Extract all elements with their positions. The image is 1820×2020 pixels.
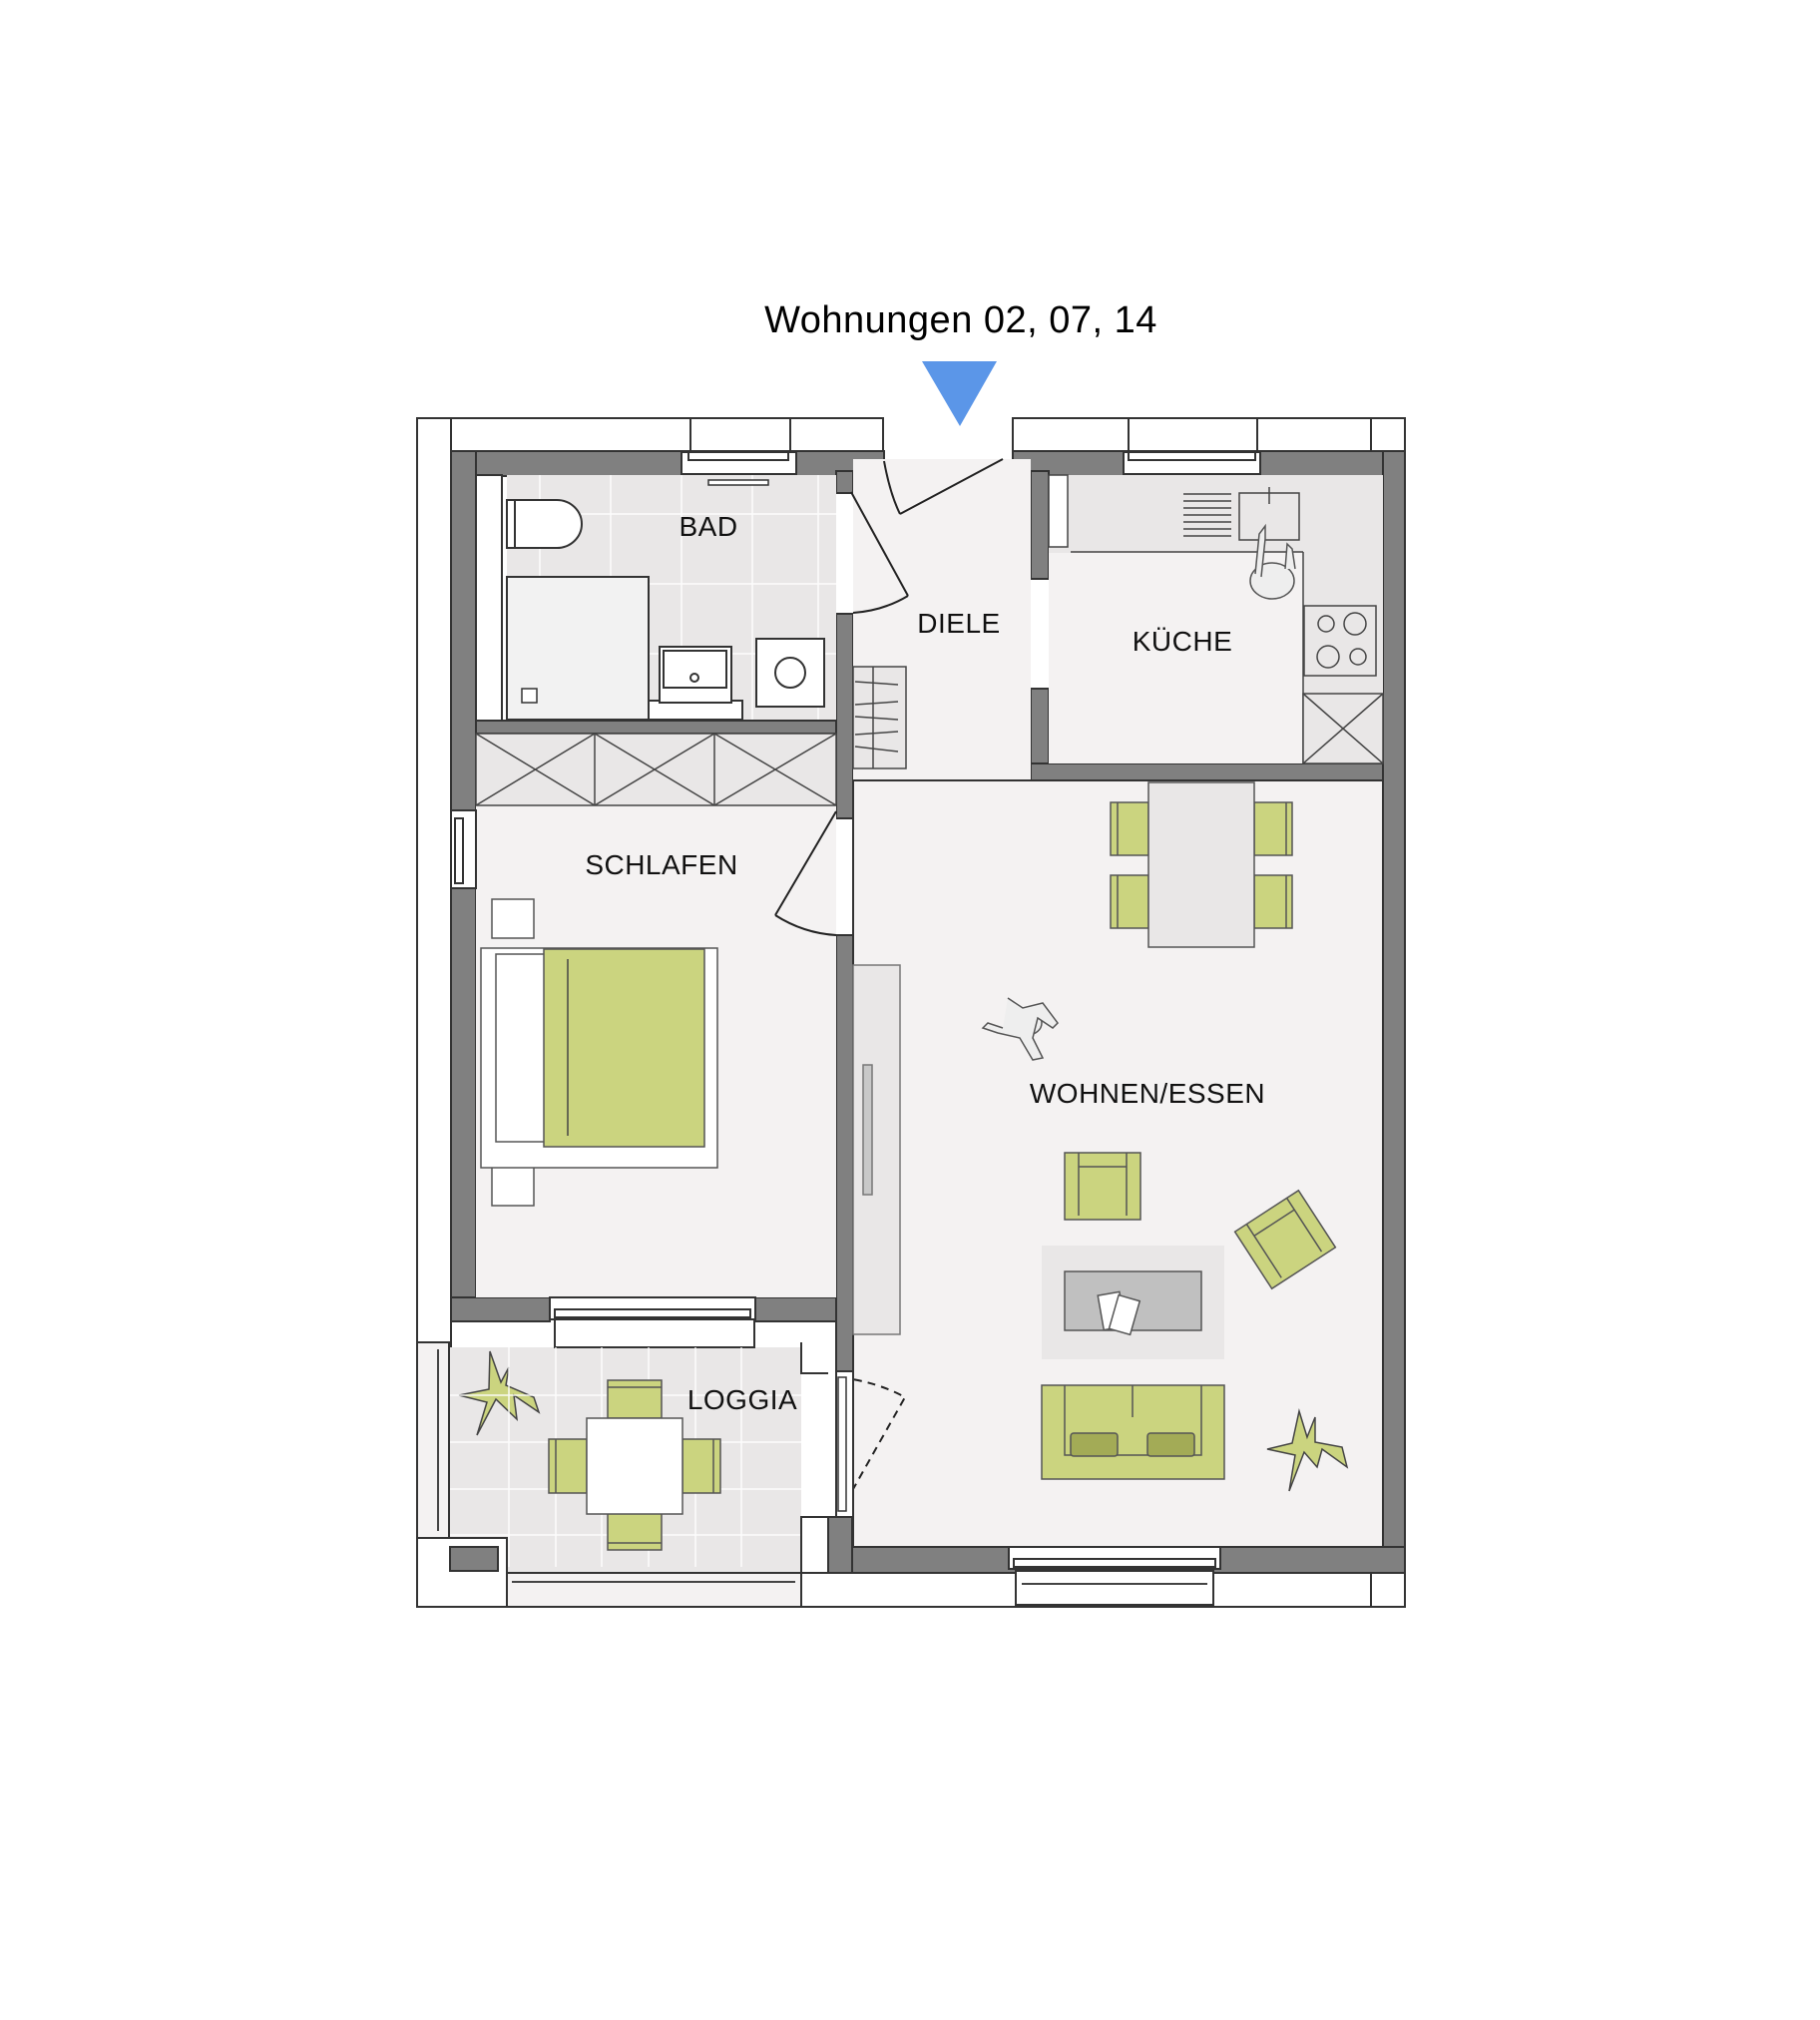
bath-duct [475,474,503,722]
entrance-arrow-icon [922,361,997,426]
person-walking-icon [981,997,1059,1061]
loggia-chair [607,1379,663,1419]
dining-table [1147,781,1255,948]
wohnen-sideboard [852,964,901,1335]
loggia-chair [548,1438,588,1494]
magazine [1108,1293,1141,1336]
windows [450,451,1261,1606]
doors [774,458,1004,1513]
dining-chair [1110,874,1149,929]
loggia-pillar [449,1546,499,1572]
schlafen-door [774,810,837,916]
hob-icon [1303,605,1377,677]
bed-duvet [543,948,705,1148]
bedroom-furniture [480,898,718,1207]
sink-drainer-icon [1183,493,1231,537]
dining-set [1110,781,1293,948]
armchair [1064,1152,1141,1221]
nightstand-top [491,898,535,939]
room-label-kueche: KÜCHE [1132,626,1233,657]
dining-chair [1110,801,1149,856]
shower-drain-icon [521,688,538,704]
kitchen-fixtures [1048,474,1384,764]
room-label-loggia: LOGGIA [686,1384,798,1415]
toilet-icon [506,499,583,549]
kitchen-fridge-column [1048,474,1069,548]
nightstand-bottom [491,1166,535,1207]
entrance-door [899,458,1004,515]
living-furniture [1041,1152,1337,1480]
loggia-table [586,1417,683,1515]
loggia-railings [416,1341,828,1608]
room-label-bad: BAD [679,511,738,542]
bad-door [850,491,909,597]
room-label-schlafen: SCHLAFEN [585,849,738,880]
bath-fixtures [475,474,825,722]
sofa-cushion [1070,1432,1119,1457]
pillows [495,953,547,1143]
room-label-wohnen-essen: WOHNEN/ESSEN [1029,1078,1266,1109]
sofa-cushion [1146,1432,1195,1457]
coat-rack [852,666,907,769]
page-title: Wohnungen 02, 07, 14 [764,299,1157,341]
room-label-diele: DIELE [917,608,1001,639]
loggia-chair [682,1438,721,1494]
armchair-rotated [1233,1189,1337,1290]
wardrobe [475,733,837,806]
loggia-chair [607,1511,663,1551]
loggia-dining-set [548,1379,721,1551]
person-kitchen-icon [1249,523,1296,600]
